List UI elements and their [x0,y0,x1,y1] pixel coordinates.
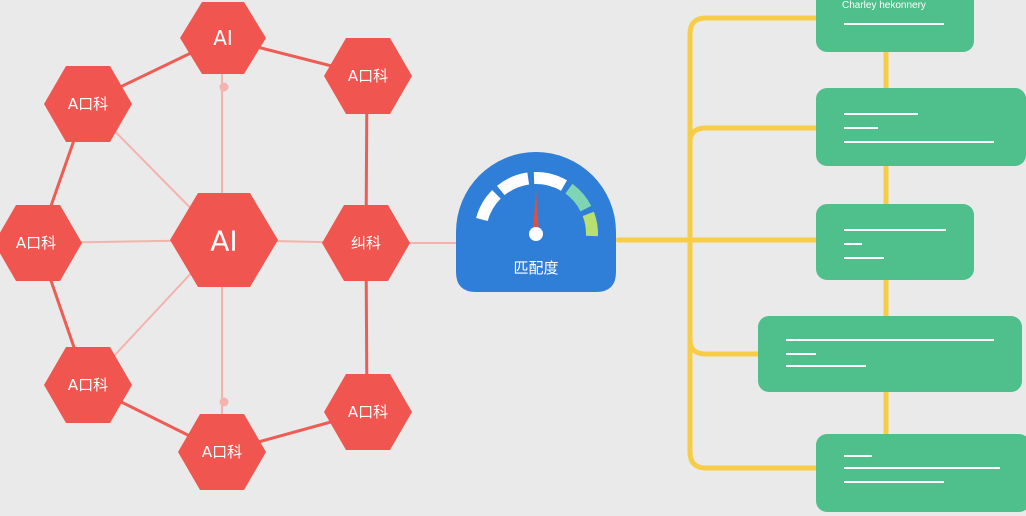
hex-node-center-ai: AI [170,193,278,287]
bus-trunk [687,15,821,471]
bus-branch [687,337,763,357]
card-list: Charley hekonnery [758,0,1026,512]
gauge-label: 匹配度 [513,259,558,277]
bus-lines [615,15,889,471]
spoke-dot [219,82,229,92]
hex-node-right: 纠科 [322,205,410,281]
gauge-segment [582,211,599,237]
hex-node-upper-left: A口科 [44,66,132,142]
bus-branch [687,125,821,145]
hex-node-upper-right: A口科 [324,38,412,114]
hex-node-top-ai: AI [180,2,266,74]
network-nodes: AI AI A口科 A口科 A口科 纠科 A口科 [0,2,412,490]
info-card [816,88,1026,166]
hex-label: A口科 [348,403,388,421]
hex-node-lower-right: A口科 [324,374,412,450]
match-gauge: 匹配度 [456,152,616,292]
gauge-segment [565,183,592,212]
info-card: Charley hekonnery [816,0,974,52]
gauge-pivot [529,227,543,241]
hex-label: A口科 [68,376,108,394]
hex-node-bottom: A口科 [178,414,266,490]
info-card [758,316,1022,392]
hex-label: AI [210,225,237,258]
hex-label: A口科 [202,443,242,461]
speedometer-icon [476,171,599,237]
card-title: Charley hekonnery [842,0,926,11]
hex-node-lower-left: A口科 [44,347,132,423]
hex-label: A口科 [348,67,388,85]
hex-label: 纠科 [351,234,381,252]
gauge-needle [533,190,539,234]
info-card [816,434,1026,512]
gauge-segment [476,190,501,222]
hex-label: A口科 [68,95,108,113]
info-card [816,204,974,280]
hex-node-left: A口科 [0,205,82,281]
hex-label: A口科 [16,234,56,252]
gauge-segment [497,172,530,196]
spoke-dot [219,397,229,407]
hex-label: AI [213,26,233,50]
gauge-segment [533,171,568,191]
